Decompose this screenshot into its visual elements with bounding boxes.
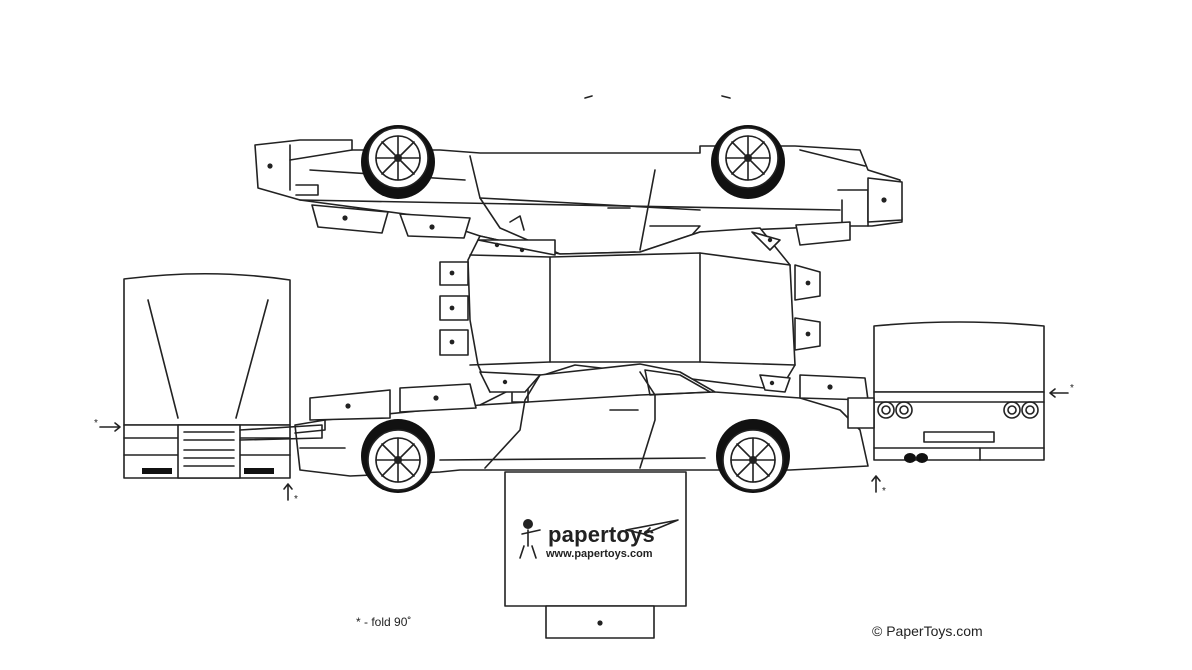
brand-url: www.papertoys.com xyxy=(546,548,653,560)
paper-plane-icon xyxy=(625,519,679,535)
fold-arrow-up xyxy=(871,475,881,493)
fold-arrow-up xyxy=(283,483,293,501)
smudge-mark xyxy=(584,95,593,99)
wheel-icon xyxy=(711,125,785,199)
smudge-mark xyxy=(721,95,731,99)
fold-arrow-right xyxy=(99,422,121,432)
hood-and-front-panel xyxy=(123,272,323,479)
base-strip xyxy=(504,471,687,639)
fold-star-marker: * xyxy=(1070,383,1074,394)
fold-star-marker: * xyxy=(882,486,886,497)
papertoys-mascot-icon xyxy=(519,519,541,559)
copyright-text: © PaperToys.com xyxy=(872,623,983,639)
wheel-icon xyxy=(361,419,435,493)
wheel-icon xyxy=(361,125,435,199)
rear-panel xyxy=(847,321,1045,463)
fold-arrow-left xyxy=(1049,388,1069,398)
fold-star-marker: * xyxy=(294,494,298,505)
fold-star-marker: * xyxy=(94,418,98,429)
brand-name: papertoys xyxy=(548,522,655,547)
wheel-icon xyxy=(716,419,790,493)
glue-tabs-top xyxy=(267,163,903,239)
fold-instruction: * - fold 90˚ xyxy=(356,615,412,629)
roof-panel xyxy=(467,221,851,393)
glue-tabs-roof xyxy=(439,261,821,393)
glue-tabs-bottom xyxy=(309,371,869,421)
